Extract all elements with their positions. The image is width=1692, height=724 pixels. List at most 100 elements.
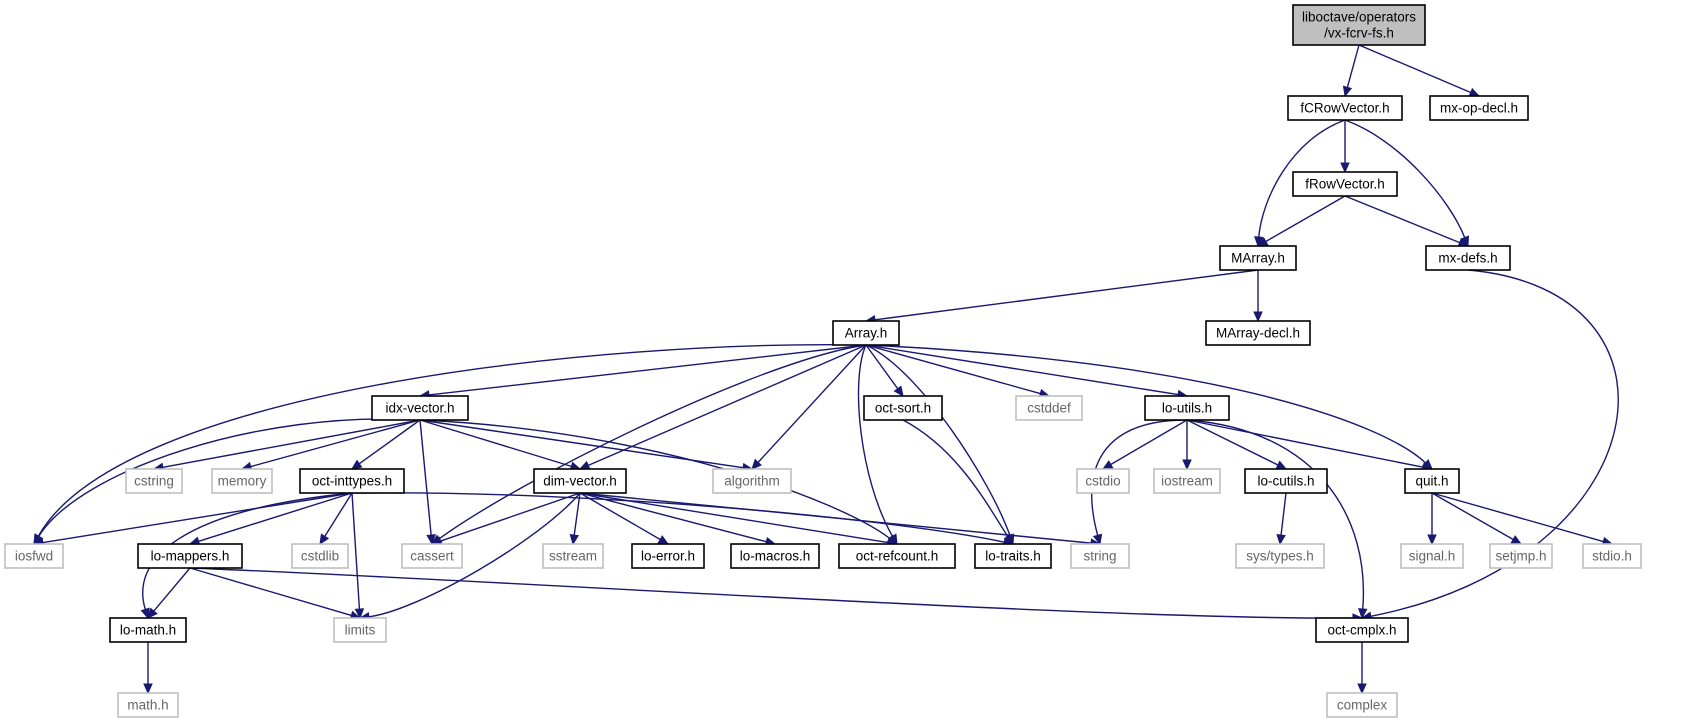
node-label: cstdlib bbox=[301, 549, 339, 564]
node-cstdio: cstdio bbox=[1076, 468, 1130, 494]
edge-idxvector-to-memory bbox=[240, 419, 421, 472]
node-mathh: math.h bbox=[117, 692, 179, 718]
node-label: oct-inttypes.h bbox=[312, 474, 392, 489]
node-label: lo-traits.h bbox=[985, 549, 1041, 564]
edge-idxvector-to-octinttypes bbox=[351, 419, 421, 470]
edge-fCRowVector-to-fRowVector bbox=[1340, 119, 1350, 174]
node-idxvector[interactable]: idx-vector.h bbox=[371, 395, 469, 421]
node-mxdefs[interactable]: mx-defs.h bbox=[1425, 245, 1511, 271]
edge-octinttypes-to-lomath bbox=[140, 492, 353, 620]
node-label: sstream bbox=[549, 549, 597, 564]
edge-locutils-to-systypes bbox=[1276, 492, 1287, 546]
node-label: MArray.h bbox=[1231, 251, 1285, 266]
edge-idxvector-to-cstring bbox=[152, 419, 421, 472]
node-octcmplx[interactable]: oct-cmplx.h bbox=[1315, 617, 1409, 643]
node-lomacros[interactable]: lo-macros.h bbox=[730, 543, 820, 569]
edge-idxvector-to-cassert bbox=[419, 419, 436, 546]
node-label: cstdio bbox=[1085, 474, 1120, 489]
node-label: complex bbox=[1337, 698, 1388, 713]
node-label: Array.h bbox=[845, 326, 888, 341]
edge-quit-to-signal bbox=[1427, 493, 1437, 546]
node-octrefcount[interactable]: oct-refcount.h bbox=[838, 543, 956, 569]
node-iostream: iostream bbox=[1153, 468, 1221, 494]
node-cstdlib: cstdlib bbox=[291, 543, 349, 569]
node-label: memory bbox=[218, 474, 267, 489]
node-setjmp: setjmp.h bbox=[1489, 543, 1553, 569]
edge-loutils-to-cstdio bbox=[1101, 419, 1188, 470]
node-memory: memory bbox=[211, 468, 273, 494]
root-label-line1: liboctave/operators bbox=[1302, 10, 1416, 25]
node-label: oct-refcount.h bbox=[856, 549, 939, 564]
node-limits: limits bbox=[333, 617, 387, 643]
edge-loutils-to-quit bbox=[1186, 419, 1434, 472]
node-locutils[interactable]: lo-cutils.h bbox=[1244, 468, 1328, 494]
edge-loutils-to-iostream bbox=[1182, 419, 1192, 471]
node-cassert: cassert bbox=[401, 543, 463, 569]
edge-octinttypes-to-lomappers bbox=[188, 492, 353, 546]
node-lomath[interactable]: lo-math.h bbox=[109, 617, 187, 643]
graph-edges bbox=[32, 44, 1619, 695]
root-label-line2: /vx-fcrv-fs.h bbox=[1324, 26, 1394, 41]
edge-lomappers-to-limits bbox=[189, 567, 362, 620]
edge-loutils-to-octcmplx bbox=[1186, 419, 1368, 620]
node-MArraydecl[interactable]: MArray-decl.h bbox=[1205, 320, 1311, 346]
node-label: quit.h bbox=[1415, 474, 1448, 489]
node-label: mx-op-decl.h bbox=[1440, 101, 1518, 116]
node-loerror[interactable]: lo-error.h bbox=[631, 543, 705, 569]
node-loutils[interactable]: lo-utils.h bbox=[1144, 395, 1230, 421]
node-label: oct-sort.h bbox=[875, 401, 931, 416]
node-label: sys/types.h bbox=[1246, 549, 1314, 564]
edge-idxvector-to-octrefcount bbox=[419, 419, 898, 545]
edge-root-to-mxopdecl bbox=[1358, 44, 1481, 97]
node-label: lo-cutils.h bbox=[1257, 474, 1314, 489]
node-quit[interactable]: quit.h bbox=[1404, 468, 1460, 494]
node-label: idx-vector.h bbox=[385, 401, 454, 416]
edge-Array-to-octsort bbox=[865, 344, 904, 397]
node-label: lo-macros.h bbox=[740, 549, 811, 564]
node-label: lo-error.h bbox=[641, 549, 695, 564]
node-fRowVector[interactable]: fRowVector.h bbox=[1292, 171, 1398, 197]
node-octsort[interactable]: oct-sort.h bbox=[863, 395, 943, 421]
edge-octinttypes-to-iosfwd bbox=[32, 492, 353, 548]
edge-idxvector-to-dimvector bbox=[419, 419, 582, 471]
node-octinttypes[interactable]: oct-inttypes.h bbox=[299, 468, 405, 494]
node-mxopdecl[interactable]: mx-op-decl.h bbox=[1429, 95, 1529, 121]
edge-fCRowVector-to-MArray bbox=[1254, 119, 1346, 248]
node-label: fCRowVector.h bbox=[1300, 101, 1389, 116]
node-label: cstddef bbox=[1027, 401, 1071, 416]
edge-lomath-to-mathh bbox=[143, 642, 153, 695]
edge-MArray-to-Array bbox=[864, 269, 1259, 325]
edge-Array-to-algorithm bbox=[751, 344, 867, 470]
node-dimvector[interactable]: dim-vector.h bbox=[533, 468, 627, 494]
node-MArray[interactable]: MArray.h bbox=[1219, 245, 1297, 271]
node-label: lo-mappers.h bbox=[151, 549, 230, 564]
node-fCRowVector[interactable]: fCRowVector.h bbox=[1287, 95, 1403, 121]
edge-octcmplx-to-complex bbox=[1357, 641, 1367, 695]
edge-Array-to-octrefcount bbox=[857, 344, 898, 546]
node-stdio: stdio.h bbox=[1582, 543, 1642, 569]
node-signal: signal.h bbox=[1400, 543, 1464, 569]
edge-Array-to-loutils bbox=[865, 344, 1189, 400]
node-algorithm: algorithm bbox=[712, 468, 792, 494]
node-complex: complex bbox=[1326, 692, 1398, 718]
graph-nodes: liboctave/operators/vx-fcrv-fs.h fCRowVec… bbox=[4, 4, 1642, 718]
node-Array[interactable]: Array.h bbox=[832, 320, 900, 346]
node-lotraits[interactable]: lo-traits.h bbox=[974, 543, 1052, 569]
node-label: math.h bbox=[127, 698, 168, 713]
node-label: setjmp.h bbox=[1495, 549, 1546, 564]
node-label: lo-math.h bbox=[120, 623, 176, 638]
edge-quit-to-setjmp bbox=[1431, 492, 1523, 545]
node-systypes: sys/types.h bbox=[1235, 543, 1325, 569]
node-label: oct-cmplx.h bbox=[1327, 623, 1396, 638]
edge-dimvector-to-cassert bbox=[430, 492, 581, 546]
edge-MArray-to-MArraydecl bbox=[1253, 270, 1263, 323]
edge-Array-to-cstddef bbox=[865, 344, 1051, 399]
node-lomappers[interactable]: lo-mappers.h bbox=[137, 543, 243, 569]
edge-Array-to-iosfwd bbox=[33, 343, 867, 546]
node-label: cstring bbox=[134, 474, 174, 489]
edge-Array-to-idxvector bbox=[418, 344, 867, 400]
node-label: MArray-decl.h bbox=[1216, 326, 1300, 341]
edge-fRowVector-to-MArray bbox=[1256, 195, 1346, 247]
node-root[interactable]: liboctave/operators/vx-fcrv-fs.h bbox=[1292, 4, 1426, 46]
